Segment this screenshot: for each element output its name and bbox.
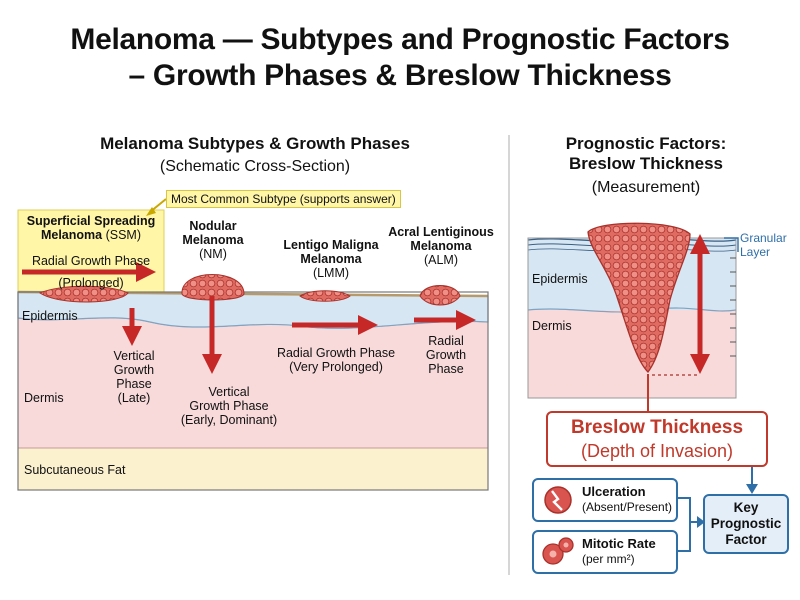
alm-abbr: (ALM) bbox=[423, 253, 459, 267]
connector-factors bbox=[676, 497, 699, 552]
nm-vertical-line-2: Growth Phase bbox=[189, 399, 269, 413]
left-panel-title: Melanoma Subtypes & Growth Phases bbox=[100, 134, 410, 153]
alm-radial-line-2: Growth bbox=[425, 348, 467, 362]
granular-line-2: Layer bbox=[740, 245, 771, 259]
ulceration-box: Ulceration (Absent/Present) bbox=[532, 478, 678, 522]
nm-tumor bbox=[181, 274, 245, 301]
nm-vertical-label: Vertical Growth Phase (Early, Dominant) bbox=[168, 385, 290, 427]
ssm-vertical-line-2: Growth bbox=[113, 363, 155, 377]
breslow-subtitle: (Depth of Invasion) bbox=[580, 441, 734, 461]
main-title: Melanoma — Subtypes and Prognostic Facto… bbox=[0, 22, 800, 94]
lmm-radial-line-1: Radial Growth Phase bbox=[276, 346, 396, 360]
mitotic-rate-sub: (per mm²) bbox=[582, 552, 635, 566]
nm-abbr: (NM) bbox=[199, 247, 227, 261]
breslow-tumor bbox=[587, 222, 691, 373]
ssm-vertical-line-1: Vertical bbox=[113, 349, 155, 363]
alm-name: Acral Lentiginous Melanoma (ALM) bbox=[384, 225, 498, 267]
ulceration-title: Ulceration bbox=[582, 484, 646, 499]
skin-cross-section bbox=[17, 290, 489, 491]
ssm-name-line-2: Melanoma bbox=[40, 228, 103, 242]
right-panel-title-line-2: Breslow Thickness bbox=[568, 154, 723, 173]
ssm-vertical-label: Vertical Growth Phase (Late) bbox=[98, 349, 170, 405]
key-line-1: Key bbox=[733, 500, 759, 515]
most-common-note: Most Common Subtype (supports answer) bbox=[166, 190, 401, 208]
ssm-radial-label-2: (Prolonged) bbox=[58, 276, 124, 290]
ulceration-sub: (Absent/Present) bbox=[582, 500, 673, 514]
ssm-vertical-line-3: Phase bbox=[116, 377, 152, 391]
granular-line-1: Granular bbox=[740, 231, 787, 245]
breslow-title: Breslow Thickness bbox=[570, 417, 744, 438]
nm-name: Nodular Melanoma (NM) bbox=[172, 219, 254, 261]
ssm-name-line-1: Superficial Spreading bbox=[26, 214, 156, 228]
dermis-label: Dermis bbox=[24, 391, 64, 405]
alm-name-line-1: Acral Lentiginous bbox=[388, 225, 494, 239]
mitotic-rate-title: Mitotic Rate bbox=[582, 536, 656, 551]
title-line-1: Melanoma — Subtypes and Prognostic Facto… bbox=[70, 23, 730, 56]
key-line-3: Factor bbox=[725, 532, 767, 547]
mitotic-rate-box: Mitotic Rate (per mm²) bbox=[532, 530, 678, 574]
title-line-2: – Growth Phases & Breslow Thickness bbox=[128, 59, 672, 92]
right-dermis-label: Dermis bbox=[532, 319, 572, 333]
nm-name-line-1: Nodular bbox=[189, 219, 237, 233]
ulceration-icon bbox=[544, 486, 572, 514]
breslow-thickness-box: Breslow Thickness (Depth of Invasion) bbox=[546, 411, 768, 467]
alm-radial-line-1: Radial bbox=[428, 334, 464, 348]
mitosis-icon bbox=[542, 537, 574, 565]
granular-pointer bbox=[724, 237, 739, 252]
ssm-name: Superficial Spreading Melanoma (SSM) bbox=[18, 214, 164, 242]
ssm-name-line-2-wrap: Melanoma (SSM) bbox=[18, 228, 164, 242]
right-epidermis-label: Epidermis bbox=[532, 272, 588, 286]
lmm-name: Lentigo Maligna Melanoma (LMM) bbox=[276, 238, 386, 280]
alm-radial-label: Radial Growth Phase bbox=[414, 334, 478, 376]
lmm-abbr: (LMM) bbox=[312, 266, 350, 280]
right-panel-title-line-1: Prognostic Factors: bbox=[565, 134, 727, 153]
alm-name-line-2: Melanoma bbox=[410, 239, 472, 253]
ruler bbox=[730, 257, 736, 357]
lmm-radial-line-2: (Very Prolonged) bbox=[289, 360, 383, 374]
ssm-abbr: (SSM) bbox=[105, 228, 142, 242]
nm-vertical-line-3: (Early, Dominant) bbox=[180, 413, 278, 427]
fat-label: Subcutaneous Fat bbox=[24, 463, 126, 477]
nm-vertical-line-1: Vertical bbox=[208, 385, 250, 399]
alm-tumor bbox=[419, 285, 461, 306]
ssm-vertical-line-4: (Late) bbox=[117, 391, 151, 405]
right-panel-title: Prognostic Factors: Breslow Thickness bbox=[528, 134, 764, 174]
lmm-tumor bbox=[299, 290, 351, 302]
ssm-radial-line-1: Radial Growth Phase bbox=[31, 254, 151, 268]
alm-radial-line-3: Phase bbox=[428, 362, 464, 376]
key-prognostic-factor-box: Key Prognostic Factor bbox=[703, 494, 789, 554]
ssm-radial-label: Radial Growth Phase bbox=[18, 254, 164, 268]
lmm-name-line-2: Melanoma bbox=[300, 252, 362, 266]
lmm-radial-label: Radial Growth Phase (Very Prolonged) bbox=[262, 346, 410, 374]
ssm-tumor bbox=[38, 285, 129, 303]
key-line-2: Prognostic bbox=[710, 516, 782, 531]
right-panel-subtitle: (Measurement) bbox=[591, 179, 701, 196]
left-panel-subtitle: (Schematic Cross-Section) bbox=[159, 158, 351, 175]
granular-layer-label: Granular Layer bbox=[740, 231, 787, 259]
epidermis-label: Epidermis bbox=[22, 309, 78, 323]
lmm-name-line-1: Lentigo Maligna bbox=[283, 238, 379, 252]
nm-name-line-2: Melanoma bbox=[182, 233, 244, 247]
